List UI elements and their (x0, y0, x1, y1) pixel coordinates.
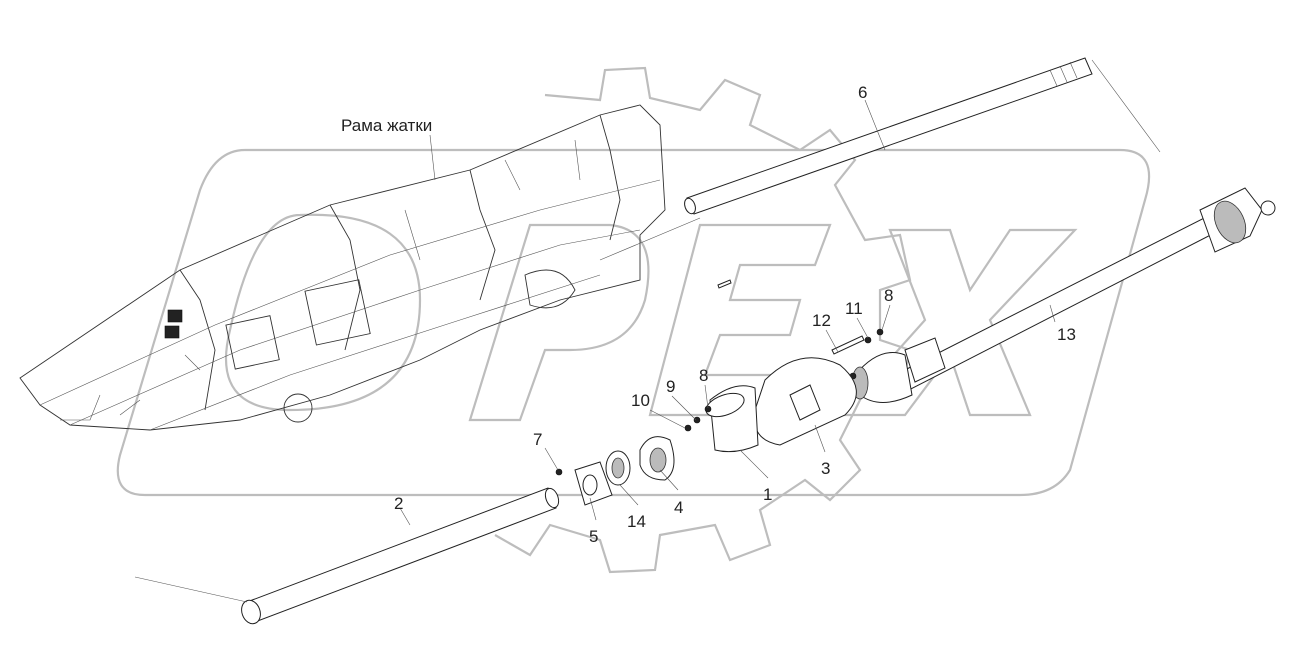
callout-9: 9 (666, 377, 675, 396)
callout-5: 5 (589, 527, 598, 546)
header-frame (19, 104, 666, 431)
shaft-2 (134, 487, 560, 625)
small-parts (555, 279, 884, 506)
callout-6: 6 (858, 83, 867, 102)
callout-2: 2 (394, 494, 403, 513)
cover-3 (753, 357, 857, 446)
callout-13: 13 (1057, 325, 1076, 344)
callout-1: 1 (763, 485, 772, 504)
watermark-logo (116, 66, 1151, 574)
callout-10: 10 (631, 391, 650, 410)
callout-8-upper: 8 (884, 286, 893, 305)
callout-11: 11 (845, 299, 863, 318)
callout-14: 14 (627, 512, 646, 531)
callout-12: 12 (812, 311, 831, 330)
guard-1 (705, 385, 759, 453)
callout-8-lower: 8 (699, 366, 708, 385)
callout-7: 7 (533, 430, 542, 449)
leader-lines (399, 99, 1056, 526)
labels: Рама жатки 6 2 7 5 14 4 1 3 10 9 8 12 11… (341, 83, 1076, 546)
callout-4: 4 (674, 498, 683, 517)
callout-3: 3 (821, 459, 830, 478)
shaft-6 (599, 57, 1161, 261)
frame-label: Рама жатки (341, 116, 432, 135)
driveshaft-13 (849, 187, 1276, 403)
